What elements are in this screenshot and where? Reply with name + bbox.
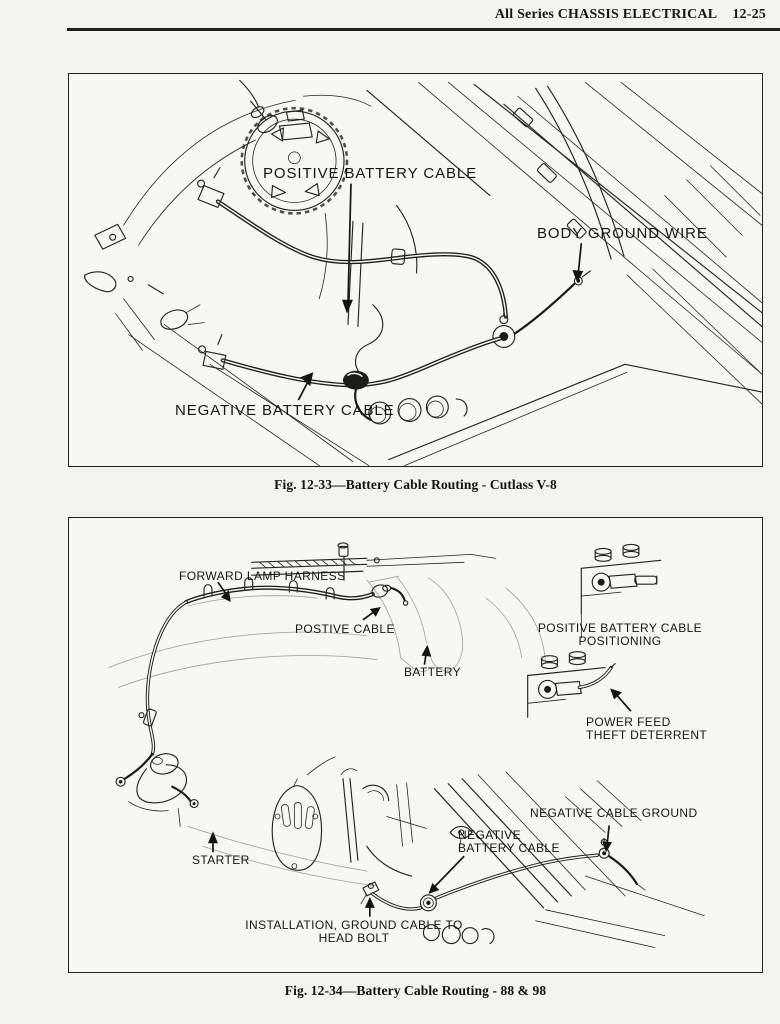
- label-power-feed-theft-deterrent: POWER FEED THEFT DETERRENT: [586, 715, 708, 743]
- label-postive-cable: POSTIVE CABLE: [295, 622, 395, 636]
- inner-fender-panel: [368, 363, 762, 466]
- forward-lamp-harness-art: [184, 577, 409, 607]
- label-positioning-line1: POSITIVE BATTERY CABLE: [537, 621, 703, 635]
- label-body-ground-wire: BODY GROUND WIRE: [537, 225, 708, 242]
- fender-hood-lines: [123, 79, 372, 246]
- positive-cable-art: [197, 167, 508, 319]
- fig-12-34-drawing: [108, 542, 705, 948]
- faint-bodywork: [108, 575, 547, 887]
- header-rule: [67, 28, 780, 31]
- figure-12-33-caption: Fig. 12-33—Battery Cable Routing - Cutla…: [274, 477, 557, 492]
- inset-positive-positioning-art: [580, 543, 662, 639]
- engine-lower-art: [271, 756, 705, 948]
- label-negative-line1: NEGATIVE: [458, 828, 521, 842]
- header-page-number: 12-25: [732, 7, 766, 22]
- fan-clutch: [240, 106, 349, 215]
- frame-diagonals: [128, 324, 370, 466]
- starter-cable-art: [115, 600, 199, 827]
- label-installation-line1: INSTALLATION, GROUND CABLE TO: [245, 918, 463, 932]
- label-power-feed-line1: POWER FEED: [586, 715, 671, 729]
- label-installation-line2: HEAD BOLT: [318, 931, 390, 946]
- label-negative-cable-ground: NEGATIVE CABLE GROUND: [530, 806, 698, 820]
- label-negative-battery-cable: NEGATIVE BATTERY CABLE: [458, 828, 560, 856]
- label-battery: BATTERY: [404, 665, 462, 679]
- label-negative-line2: BATTERY CABLE: [458, 841, 560, 856]
- label-installation-ground-cable: INSTALLATION, GROUND CABLE TO HEAD BOLT: [244, 918, 464, 946]
- header-title: All Series CHASSIS ELECTRICAL: [494, 7, 718, 22]
- radiator-support: [251, 542, 497, 581]
- figure-12-34-frame: FORWARD LAMP HARNESS POSTIVE CABLE BATTE…: [68, 517, 763, 973]
- label-positive-battery-cable-positioning: POSITIVE BATTERY CABLE POSITIONING: [530, 621, 710, 649]
- cowl-lines: [366, 81, 762, 405]
- fig1-label-arrows: [297, 183, 584, 401]
- label-positive-battery-cable: POSITIVE BATTERY CABLE: [263, 165, 478, 182]
- fig2-label-arrows: [207, 581, 632, 917]
- figure-12-33-frame: POSITIVE BATTERY CABLE BODY GROUND WIRE …: [68, 73, 763, 467]
- negative-cable-art: [197, 333, 502, 422]
- label-forward-lamp-harness: FORWARD LAMP HARNESS: [179, 569, 346, 583]
- page-header: All Series CHASSIS ELECTRICAL 12-25: [495, 7, 766, 23]
- label-positioning-line2: POSITIONING: [578, 634, 662, 649]
- label-starter: STARTER: [192, 853, 250, 867]
- label-power-feed-line2: THEFT DETERRENT: [586, 728, 708, 743]
- label-negative-battery-cable: NEGATIVE BATTERY CABLE: [175, 402, 395, 419]
- figure-12-34-caption: Fig. 12-34—Battery Cable Routing - 88 & …: [284, 983, 547, 998]
- fig-12-33-drawing: [84, 79, 762, 466]
- inset-power-feed-art: [527, 651, 616, 718]
- body-ground-wire-art: [513, 270, 591, 335]
- engine-block-lines: [318, 204, 418, 374]
- left-bracket-details: [84, 223, 205, 351]
